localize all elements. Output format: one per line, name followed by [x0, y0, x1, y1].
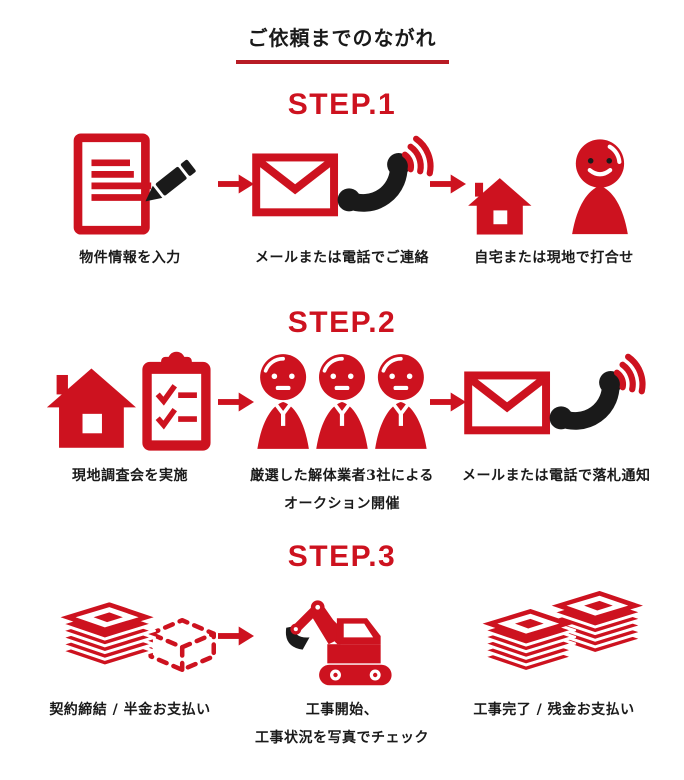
arrow-right-icon: [222, 584, 250, 752]
flow-item-site-survey: 現地調査会を実施: [38, 350, 222, 518]
flow-item-auction: 厳選した解体業者3社による オークション開催: [250, 350, 434, 518]
house-clipboard-icon: [38, 350, 222, 454]
step-flow-infographic: ご依頼までのながれ STEP.1 物件情報を入力: [0, 22, 684, 752]
caption-line: メールまたは電話でご連絡: [255, 250, 429, 266]
caption-line: 現地調査会を実施: [72, 468, 188, 484]
caption-line: 自宅または現地で打合せ: [474, 250, 634, 266]
flow-item-bid-notice: メールまたは電話で落札通知: [462, 350, 651, 518]
caption-line: 契約締結 / 半金お支払い: [49, 702, 211, 718]
money-stacks-icon: [462, 584, 646, 688]
flow-item-caption: メールまたは電話でご連絡: [250, 244, 434, 272]
flow-item-caption: 契約締結 / 半金お支払い: [38, 696, 222, 724]
caption-line: 厳選した解体業者3社による: [250, 468, 434, 484]
flow-item-caption: 現地調査会を実施: [38, 462, 222, 490]
arrow-right-icon: [434, 132, 462, 272]
step-2-heading: STEP.2: [287, 306, 397, 339]
arrow-right-icon: [434, 350, 462, 518]
caption-line: 工事完了 / 残金お支払い: [473, 702, 635, 718]
flow-item-caption: 工事完了 / 残金お支払い: [462, 696, 646, 724]
flow-item-caption: 物件情報を入力: [38, 244, 222, 272]
flow-item-caption: 工事開始、 工事状況を写真でチェック: [250, 696, 434, 752]
flow-item-complete-balance-payment: 工事完了 / 残金お支払い: [462, 584, 646, 752]
step-3-section: STEP.3 契約締結 / 半金お支払い 工事開始、: [0, 542, 684, 752]
excavator-icon: [250, 584, 434, 688]
caption-line: 工事開始、: [305, 702, 379, 718]
caption-line: メールまたは電話で落札通知: [462, 468, 651, 484]
page-title: ご依頼までのながれ: [235, 22, 449, 64]
step-1-section: STEP.1 物件情報を入力 メールまたは電話でご連絡: [0, 90, 684, 272]
flow-item-construction: 工事開始、 工事状況を写真でチェック: [250, 584, 434, 752]
document-pen-icon: [38, 132, 222, 236]
step-3-row: 契約締結 / 半金お支払い 工事開始、 工事状況を写真でチェック: [0, 584, 684, 752]
caption-line: 工事状況を写真でチェック: [255, 730, 429, 746]
flow-item-property-input: 物件情報を入力: [38, 132, 222, 272]
arrow-right-icon: [222, 350, 250, 518]
flow-item-caption: 自宅または現地で打合せ: [462, 244, 646, 272]
title-wrap: ご依頼までのながれ: [0, 22, 684, 64]
arrow-right-icon: [222, 132, 250, 272]
step-2-row: 現地調査会を実施 厳選した解体業者3社による オークション開催: [0, 350, 684, 518]
flow-item-contract-half-payment: 契約締結 / 半金お支払い: [38, 584, 222, 752]
caption-line: オークション開催: [284, 496, 400, 512]
flow-item-caption: 厳選した解体業者3社による オークション開催: [250, 462, 434, 518]
flow-item-caption: メールまたは電話で落札通知: [462, 462, 651, 490]
house-person-icon: [462, 132, 646, 236]
step-1-row: 物件情報を入力 メールまたは電話でご連絡: [0, 132, 684, 272]
money-stack-dashed-icon: [38, 584, 222, 688]
mail-phone-icon: [250, 132, 434, 236]
three-agents-icon: [250, 350, 434, 454]
flow-item-meeting: 自宅または現地で打合せ: [462, 132, 646, 272]
flow-item-contact: メールまたは電話でご連絡: [250, 132, 434, 272]
mail-phone-icon: [462, 350, 646, 454]
step-1-heading: STEP.1: [287, 88, 397, 121]
step-3-heading: STEP.3: [287, 540, 397, 573]
step-2-section: STEP.2 現地調査会を実施 厳選した解体業者3社による: [0, 308, 684, 518]
caption-line: 物件情報を入力: [79, 250, 181, 266]
